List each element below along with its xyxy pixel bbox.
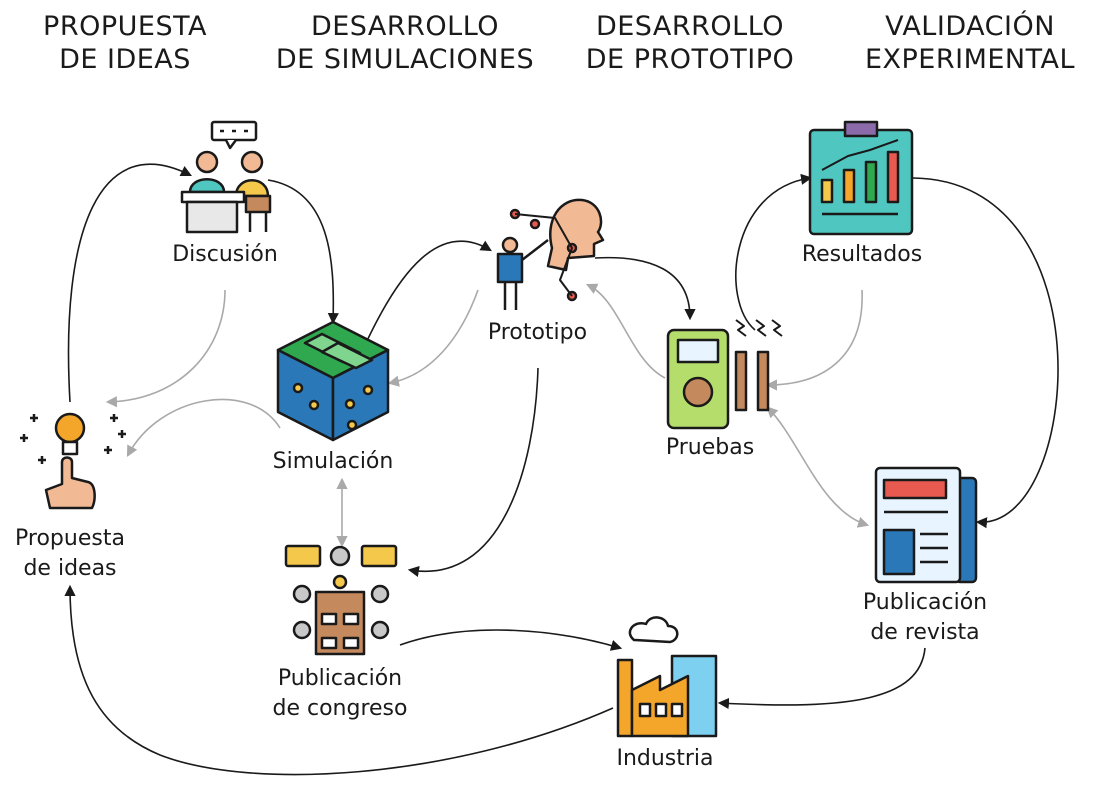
header-desarrollo-simulaciones: DESARROLLO DE SIMULACIONES bbox=[275, 11, 535, 75]
clipboard-chart-icon bbox=[808, 120, 914, 236]
arrow-pruebas-to-resultados bbox=[735, 173, 813, 331]
node-label-industria: Industria bbox=[616, 746, 714, 771]
feedback-revista-pruebas bbox=[766, 406, 870, 528]
arrow-prototipo-to-congreso bbox=[407, 367, 539, 577]
arrow-congreso-to-industria bbox=[399, 629, 623, 651]
arrow-propuesta-to-discusion bbox=[67, 163, 193, 403]
header-propuesta-ideas: PROPUESTA DE IDEAS bbox=[43, 11, 207, 75]
presenter-head-icon bbox=[496, 198, 605, 310]
node-label-publicacion-congreso: Publicación de congreso bbox=[272, 666, 408, 721]
circuit-cube-icon bbox=[276, 320, 390, 442]
discussion-icon bbox=[180, 120, 272, 234]
conference-icon bbox=[284, 544, 398, 656]
feedback-discusion-to-propuesta bbox=[105, 289, 226, 408]
header-desarrollo-prototipo: DESARROLLO DE PROTOTIPO bbox=[585, 11, 795, 75]
node-label-simulacion: Simulación bbox=[272, 449, 394, 474]
feedback-prototipo-to-simulacion bbox=[387, 289, 479, 387]
newspaper-icon bbox=[874, 466, 978, 584]
node-label-discusion: Discusión bbox=[172, 242, 278, 267]
node-label-publicacion-revista: Publicación de revista bbox=[862, 590, 988, 645]
node-label-resultados: Resultados bbox=[801, 242, 923, 267]
multimeter-icon bbox=[666, 319, 783, 430]
arrow-revista-to-industria bbox=[717, 647, 926, 710]
feedback-pruebas-to-prototipo bbox=[585, 283, 666, 379]
arrow-prototipo-to-pruebas bbox=[594, 256, 696, 321]
feedback-simulacion-to-propuesta bbox=[126, 398, 281, 457]
arrow-industria-to-propuesta bbox=[64, 584, 614, 776]
feedback-resultados-to-pruebas bbox=[765, 289, 863, 391]
lightbulb-hand-icon bbox=[20, 412, 126, 510]
arrow-discusion-to-simulacion bbox=[267, 179, 339, 325]
factory-icon bbox=[616, 616, 718, 738]
header-validacion-experimental: VALIDACIÓN EXPERIMENTAL bbox=[864, 11, 1076, 75]
node-label-prototipo: Prototipo bbox=[487, 320, 588, 345]
arrow-resultados-to-revista bbox=[912, 177, 1059, 529]
node-label-propuesta-ideas: Propuesta de ideas bbox=[15, 526, 125, 581]
node-label-pruebas: Pruebas bbox=[665, 435, 755, 460]
arrow-simulacion-to-prototipo bbox=[364, 240, 492, 346]
